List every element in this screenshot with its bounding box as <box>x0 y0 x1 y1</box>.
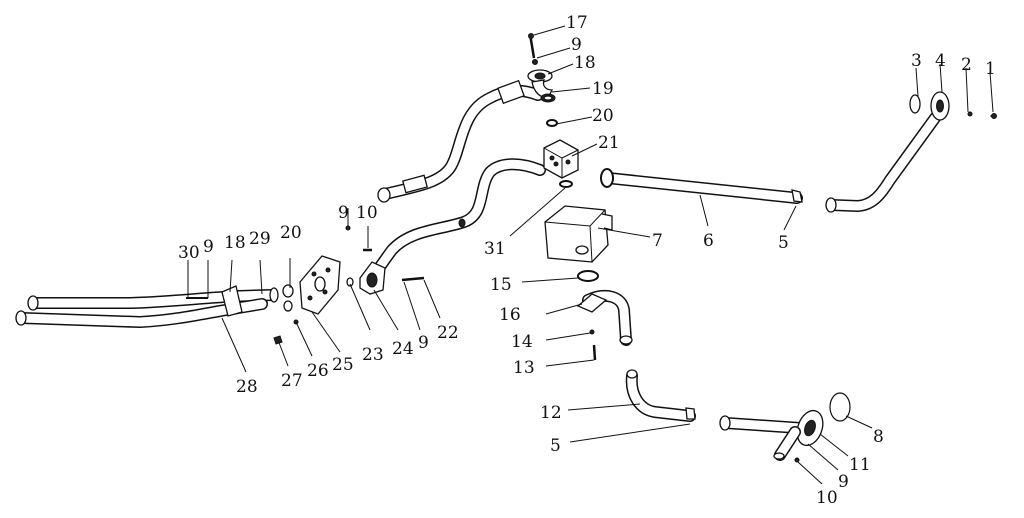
callout-31: 31 <box>484 239 506 259</box>
callout-10: 10 <box>816 488 838 508</box>
callout-15: 15 <box>490 275 512 295</box>
callout-24: 24 <box>392 339 414 359</box>
callout-22: 22 <box>437 323 459 343</box>
callout-19: 19 <box>592 79 614 99</box>
leader-lines <box>187 25 994 485</box>
flange-plate-25 <box>299 225 425 315</box>
callout-labels: 17 9 18 19 20 21 3 4 2 1 6 5 7 31 9 10 3… <box>178 13 996 508</box>
callout-2: 2 <box>961 55 972 75</box>
callout-18: 18 <box>224 233 246 253</box>
tee-pipe-11 <box>719 392 851 463</box>
top-fittings <box>527 33 558 127</box>
callout-9: 9 <box>571 35 582 55</box>
elbow-pipe-12 <box>625 369 696 422</box>
callout-9: 9 <box>838 472 849 492</box>
tank-7 <box>544 205 613 282</box>
block-21 <box>543 139 579 188</box>
callout-5: 5 <box>550 436 561 456</box>
callout-29: 29 <box>249 229 271 249</box>
callout-1: 1 <box>985 59 996 79</box>
callout-20: 20 <box>592 106 614 126</box>
callout-12: 12 <box>540 403 562 423</box>
callout-10: 10 <box>356 203 378 223</box>
callout-6: 6 <box>703 231 714 251</box>
callout-13: 13 <box>513 358 535 378</box>
callout-21: 21 <box>598 133 620 153</box>
callout-16: 16 <box>499 305 521 325</box>
right-bent-pipe <box>825 91 997 213</box>
callout-14: 14 <box>511 332 533 352</box>
callout-18: 18 <box>574 53 596 73</box>
long-pipe-6 <box>600 168 803 204</box>
middle-s-hose <box>366 158 546 284</box>
callout-11: 11 <box>849 455 871 475</box>
upper-s-hose <box>377 79 544 203</box>
callout-20: 20 <box>280 223 302 243</box>
callout-27: 27 <box>281 371 303 391</box>
callout-9: 9 <box>338 203 349 223</box>
callout-3: 3 <box>911 51 922 71</box>
callout-8: 8 <box>873 427 884 447</box>
callout-9: 9 <box>203 237 214 257</box>
callout-7: 7 <box>652 231 663 251</box>
callout-25: 25 <box>332 355 354 375</box>
callout-26: 26 <box>307 361 329 381</box>
left-double-pipes <box>15 284 299 345</box>
callout-17: 17 <box>566 13 588 33</box>
callout-23: 23 <box>362 345 384 365</box>
callout-4: 4 <box>935 51 946 71</box>
callout-28: 28 <box>236 377 258 397</box>
callout-9: 9 <box>418 333 429 353</box>
callout-30: 30 <box>178 243 200 263</box>
elbow-16 <box>576 289 633 361</box>
callout-5: 5 <box>778 233 789 253</box>
